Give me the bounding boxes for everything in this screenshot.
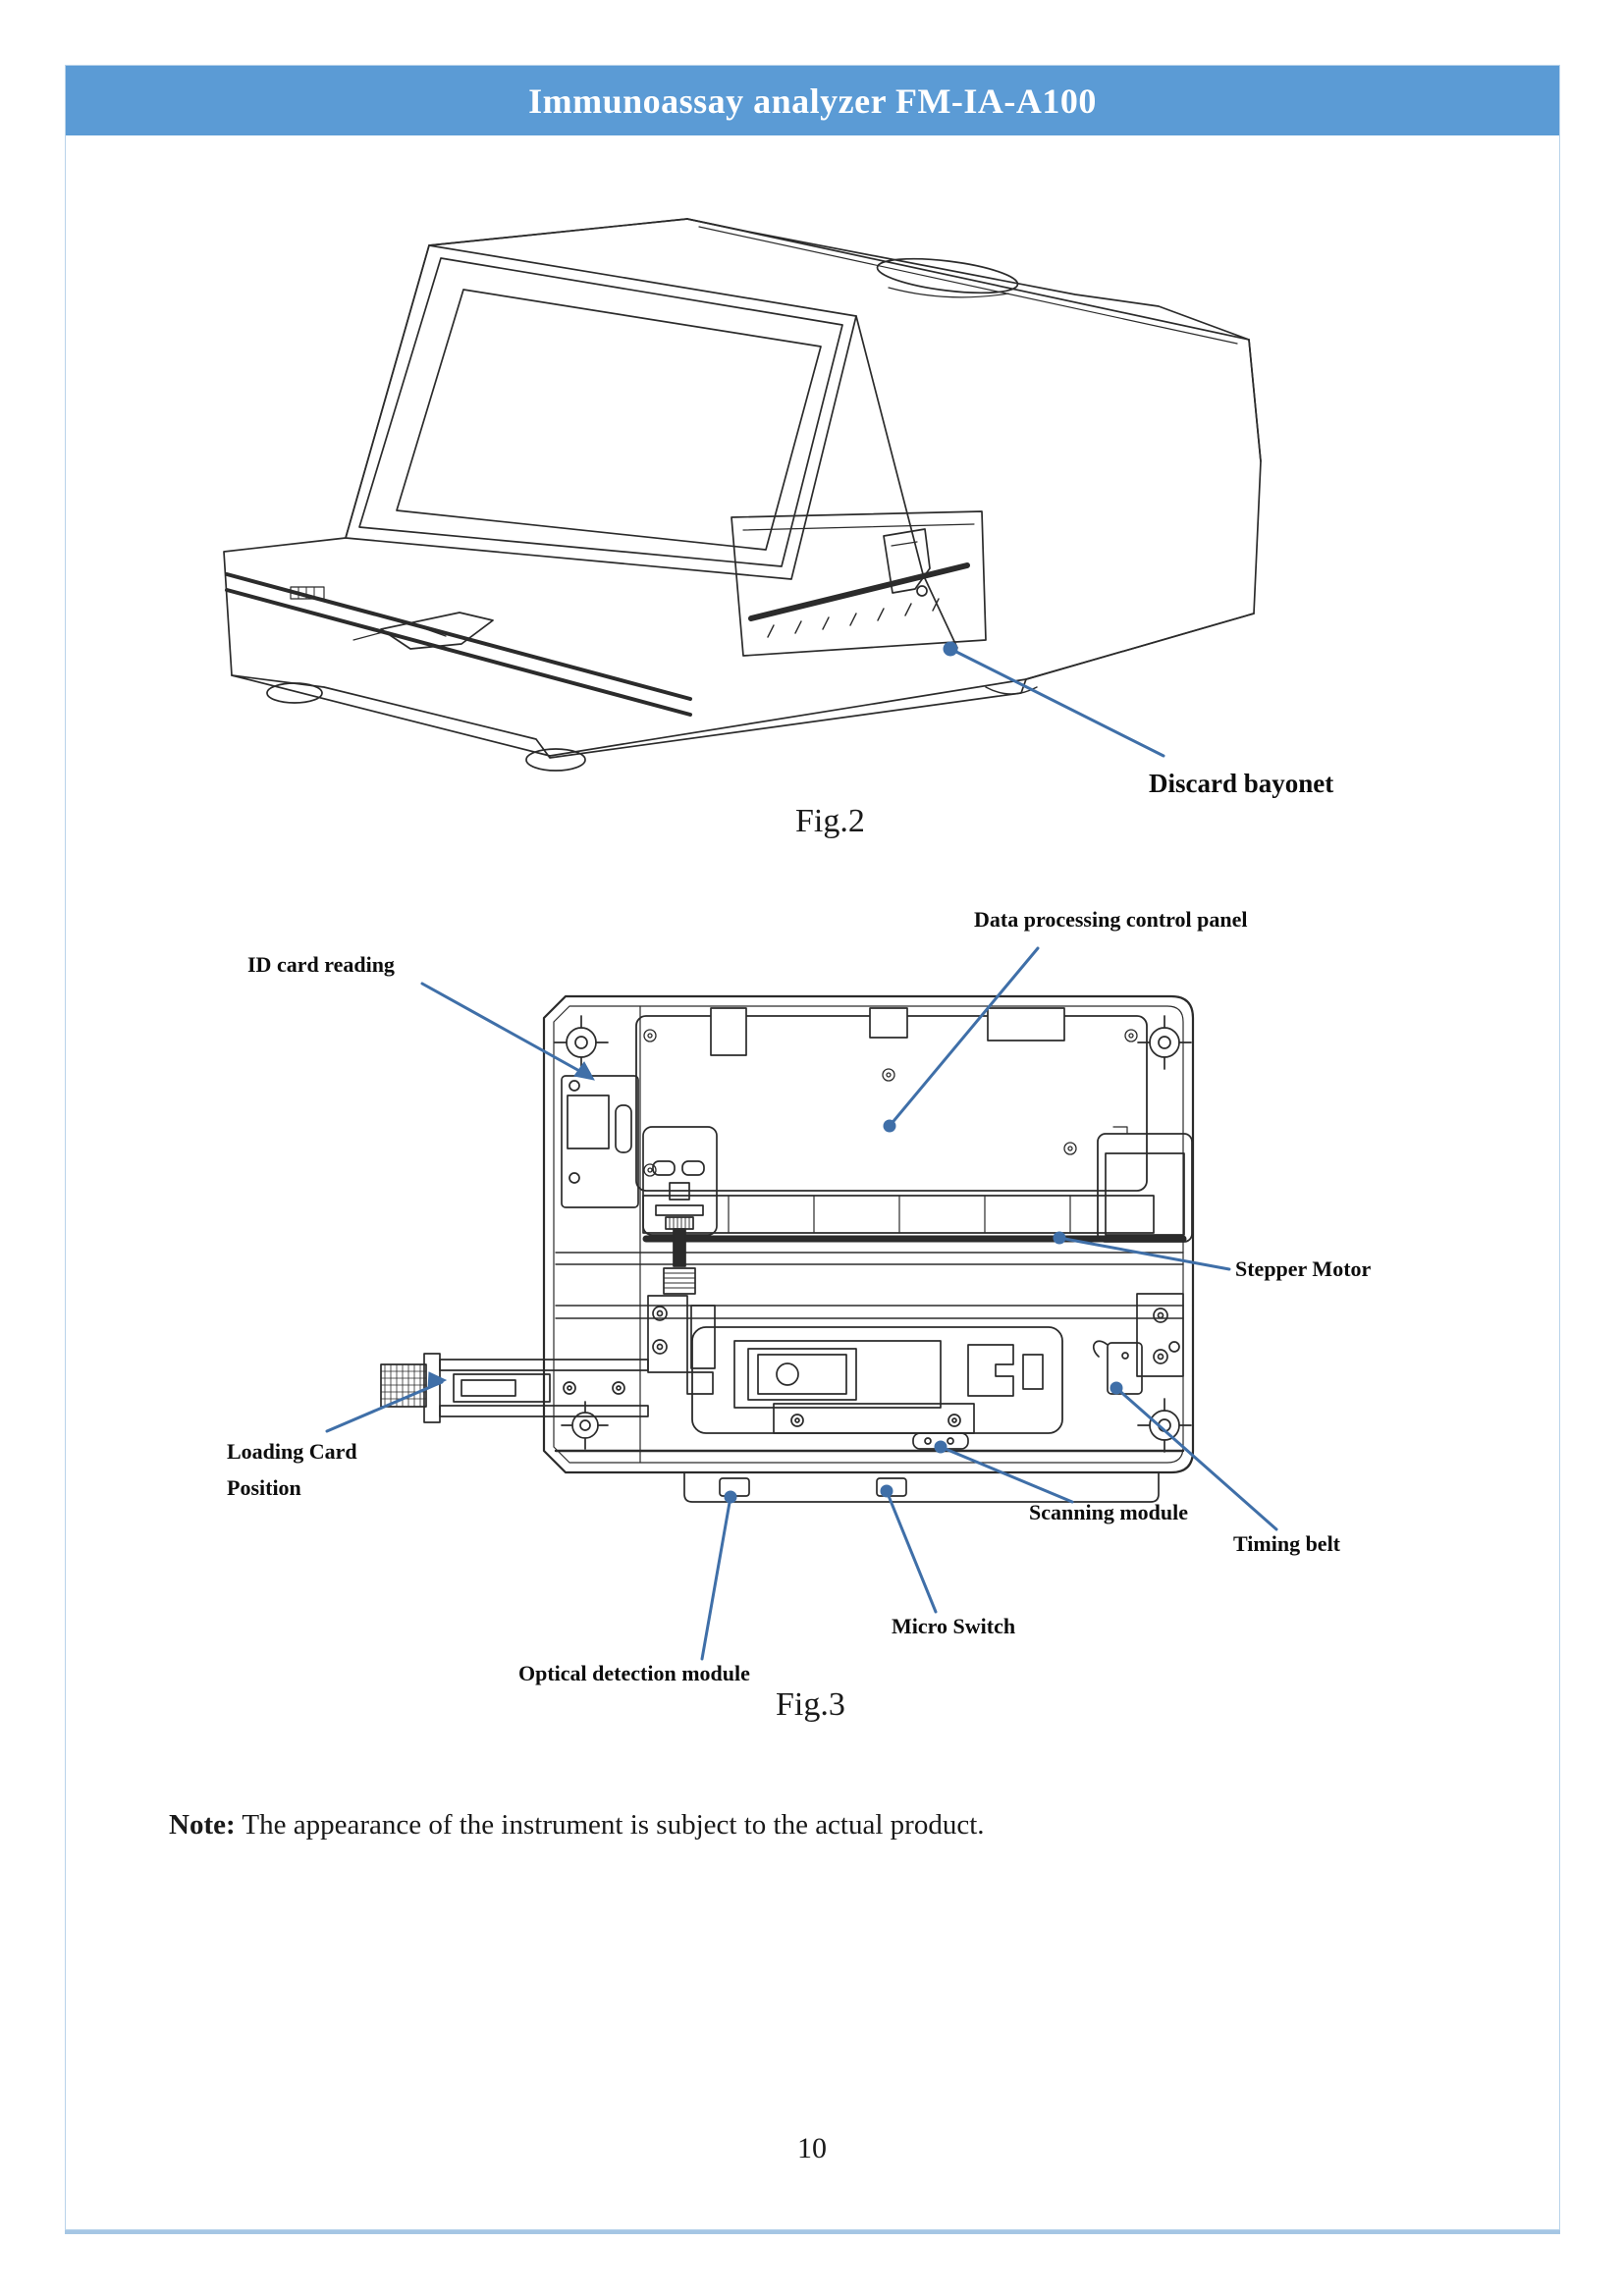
label-loading-card-line2: Position xyxy=(227,1475,301,1500)
note-body: The appearance of the instrument is subj… xyxy=(235,1809,985,1841)
leader-scanning-module xyxy=(934,1440,1074,1504)
note-label: Note: xyxy=(169,1809,236,1841)
leader-optical-detection xyxy=(700,1490,737,1661)
fig3-caption: Fig.3 xyxy=(776,1686,845,1723)
label-loading-card-line1: Loading Card xyxy=(227,1439,357,1464)
page-title: Immunoassay analyzer FM-IA-A100 xyxy=(528,81,1097,121)
label-optical-detection-module: Optical detection module xyxy=(518,1661,750,1685)
note-text: Note: The appearance of the instrument i… xyxy=(169,1809,985,1842)
cross-screw-bottom-left xyxy=(561,1401,609,1450)
leader-loading-card xyxy=(325,1371,448,1433)
label-micro-switch: Micro Switch xyxy=(892,1614,1016,1638)
label-data-processing-control-panel: Data processing control panel xyxy=(974,907,1248,932)
scanning-module-drawing xyxy=(691,1326,1063,1450)
label-discard-bayonet: Discard bayonet xyxy=(1149,769,1334,798)
document-page: Immunoassay analyzer FM-IA-A100 xyxy=(65,65,1560,2230)
bottom-tray-drawing xyxy=(683,1471,1160,1503)
loading-card-arm-drawing xyxy=(380,1353,649,1423)
leader-stepper-motor xyxy=(1053,1231,1231,1271)
header-bar xyxy=(66,66,1559,135)
leader-id-card-reading xyxy=(420,982,595,1081)
internal-structure-drawing xyxy=(380,994,1195,1503)
leader-data-processing xyxy=(883,946,1040,1133)
leader-timing-belt xyxy=(1110,1381,1278,1531)
leader-micro-switch xyxy=(880,1484,938,1614)
analyzer-perspective-drawing xyxy=(223,218,1262,772)
leader-discard-bayonet xyxy=(943,641,1165,758)
label-id-card-reading: ID card reading xyxy=(247,952,395,977)
cross-screw-top-right xyxy=(1137,1015,1192,1070)
gear-carriage-drawing xyxy=(642,1126,718,1395)
page-number: 10 xyxy=(797,2132,827,2164)
label-timing-belt: Timing belt xyxy=(1233,1531,1341,1556)
label-stepper-motor: Stepper Motor xyxy=(1235,1256,1372,1281)
fig2-caption: Fig.2 xyxy=(795,803,865,839)
label-scanning-module: Scanning module xyxy=(1029,1500,1188,1524)
cross-screw-top-left xyxy=(554,1015,609,1070)
id-card-module-drawing xyxy=(561,1075,639,1208)
